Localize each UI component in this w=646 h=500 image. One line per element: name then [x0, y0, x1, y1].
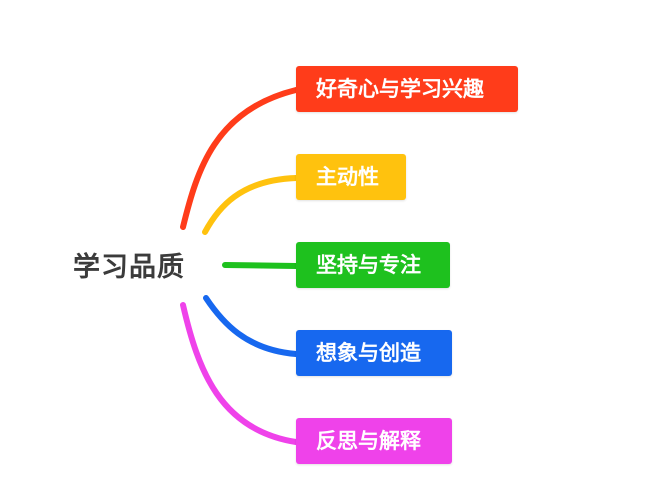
branch-line-5: [180, 302, 299, 445]
topic-initiative[interactable]: 主动性: [296, 154, 406, 200]
branch-line-3: [222, 262, 299, 269]
branch-line-1: [180, 87, 299, 230]
topic-reflection-explanation[interactable]: 反思与解释: [296, 418, 452, 464]
topic-imagination-creativity[interactable]: 想象与创造: [296, 330, 452, 376]
topic-curiosity-interest[interactable]: 好奇心与学习兴趣: [296, 66, 518, 112]
topic-persistence-focus[interactable]: 坚持与专注: [296, 242, 450, 288]
branch-line-2: [202, 175, 299, 235]
central-topic[interactable]: 学习品质: [54, 240, 204, 296]
branch-line-4: [203, 295, 299, 357]
